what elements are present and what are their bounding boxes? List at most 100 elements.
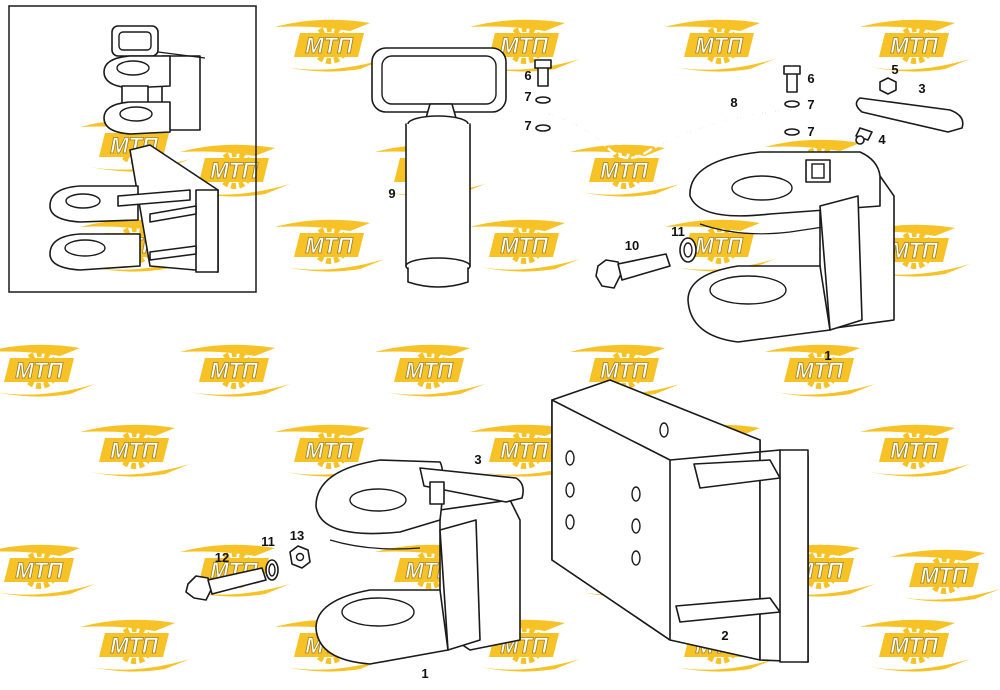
part-callout-3: 3 <box>918 81 925 96</box>
watermark-logo: МТП <box>860 619 970 672</box>
watermark-swoosh <box>375 344 485 397</box>
watermark-text: МТП <box>500 33 549 58</box>
watermark-text: МТП <box>920 563 969 588</box>
watermark-logo: МТП <box>890 549 1000 602</box>
watermark-logo: МТП <box>470 424 580 477</box>
watermark-swoosh <box>890 549 1000 602</box>
watermark-plate <box>684 233 754 257</box>
watermark-plate <box>879 238 949 262</box>
watermark-logo: МТП <box>570 144 680 197</box>
part-callout-2: 2 <box>721 628 728 643</box>
watermark-logo: МТП <box>470 619 580 672</box>
watermark-swoosh <box>0 344 95 397</box>
watermark-swoosh <box>665 219 775 272</box>
watermark-swoosh <box>860 19 970 72</box>
watermark-swoosh <box>375 544 485 597</box>
watermark-logo: МТП <box>80 619 190 672</box>
part-callout-12: 12 <box>215 550 229 565</box>
watermark-plate <box>294 33 364 57</box>
watermark-text: МТП <box>305 233 354 258</box>
watermark-swoosh <box>0 544 95 597</box>
watermark-plate <box>489 438 559 462</box>
watermark-text: МТП <box>210 158 259 183</box>
watermark-text: МТП <box>305 438 354 463</box>
watermark-swoosh <box>860 619 970 672</box>
bolt-washer-nut-lower <box>185 545 311 601</box>
watermark-swoosh <box>375 144 485 197</box>
part-callout-8: 8 <box>730 95 737 110</box>
inset-hitch-bottom <box>49 144 219 273</box>
watermark-plate <box>394 358 464 382</box>
mounting-bracket <box>551 379 809 663</box>
watermark-plate <box>489 33 559 57</box>
inset-hitch-top <box>103 25 206 135</box>
watermark-text: МТП <box>500 233 549 258</box>
part-callout-7: 7 <box>524 89 531 104</box>
safety-chain <box>534 59 801 160</box>
watermark-text: МТП <box>500 438 549 463</box>
watermark-swoosh <box>860 424 970 477</box>
watermark-text: МТП <box>110 633 159 658</box>
watermark-plate <box>879 633 949 657</box>
watermark-logo: МТП <box>275 219 385 272</box>
watermark-swoosh <box>765 139 875 192</box>
part-callout-7: 7 <box>524 118 531 133</box>
watermark-swoosh <box>470 219 580 272</box>
watermark-swoosh <box>275 19 385 72</box>
watermark-swoosh <box>570 344 680 397</box>
watermark-text: МТП <box>695 33 744 58</box>
watermark-logo: МТП <box>860 19 970 72</box>
watermark-logo: МТП <box>180 144 290 197</box>
watermark-text: МТП <box>405 358 454 383</box>
part-callout-9: 9 <box>388 186 395 201</box>
watermark-plate <box>589 158 659 182</box>
watermark-text: МТП <box>890 633 939 658</box>
watermark-text: МТП <box>500 633 549 658</box>
watermark-plate <box>879 33 949 57</box>
watermark-logo: МТП <box>375 344 485 397</box>
part-callout-1: 1 <box>421 666 428 681</box>
part-callout-7: 7 <box>807 97 814 112</box>
watermark-text: МТП <box>890 438 939 463</box>
watermark-swoosh <box>570 144 680 197</box>
watermark-text: МТП <box>15 358 64 383</box>
pin-with-handle <box>371 47 507 288</box>
watermark-plate <box>589 358 659 382</box>
hitch-hook-lower <box>315 459 524 665</box>
part-callout-3: 3 <box>474 452 481 467</box>
watermark-swoosh <box>180 144 290 197</box>
watermark-logo: МТП <box>180 344 290 397</box>
watermark-logo: МТП <box>275 424 385 477</box>
watermark-text: МТП <box>795 358 844 383</box>
watermark-swoosh <box>275 219 385 272</box>
watermark-plate <box>784 358 854 382</box>
watermark-plate <box>489 233 559 257</box>
watermark-text: МТП <box>890 33 939 58</box>
watermark-plate <box>879 438 949 462</box>
watermark-logo: МТП <box>0 344 95 397</box>
part-callout-1: 1 <box>824 348 831 363</box>
watermark-logo: МТП <box>470 219 580 272</box>
watermark-swoosh <box>180 344 290 397</box>
part-callout-6: 6 <box>524 68 531 83</box>
watermark-plate <box>99 633 169 657</box>
watermark-text: МТП <box>695 233 744 258</box>
watermark-swoosh <box>470 424 580 477</box>
watermark-swoosh <box>80 219 190 272</box>
watermark-swoosh <box>80 119 190 172</box>
watermark-plate <box>199 358 269 382</box>
watermark-plate <box>99 438 169 462</box>
watermark-swoosh <box>80 424 190 477</box>
watermark-text: МТП <box>600 158 649 183</box>
watermark-swoosh <box>180 544 290 597</box>
watermark-logo: МТП <box>570 344 680 397</box>
watermark-plate <box>909 563 979 587</box>
watermark-swoosh <box>765 344 875 397</box>
watermark-text: МТП <box>305 33 354 58</box>
hitch-hook-upper <box>687 151 895 343</box>
part-callout-4: 4 <box>878 132 886 147</box>
watermark-logo: МТП <box>765 344 875 397</box>
watermark-swoosh <box>665 19 775 72</box>
watermark-plate <box>684 33 754 57</box>
